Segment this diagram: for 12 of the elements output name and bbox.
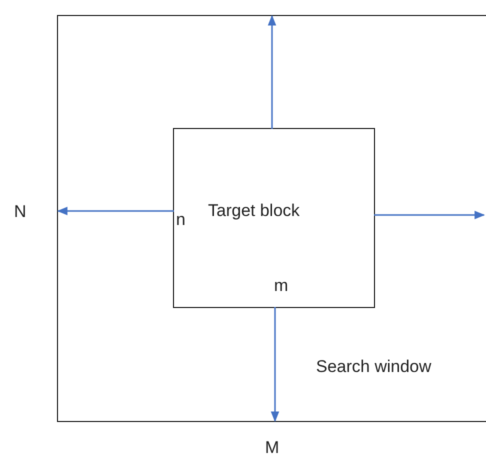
dimension-label: N bbox=[14, 202, 26, 222]
arrow bbox=[56, 206, 174, 216]
dimension-label: n bbox=[176, 210, 186, 230]
dimension-label: M bbox=[265, 438, 280, 457]
dimension-label: m bbox=[274, 276, 288, 296]
search-window-box bbox=[57, 15, 486, 422]
target-block-box bbox=[173, 128, 375, 308]
box-title: Target block bbox=[208, 201, 300, 221]
arrow bbox=[374, 210, 486, 220]
arrow bbox=[268, 14, 276, 129]
box-title: Search window bbox=[316, 357, 432, 377]
arrow bbox=[270, 307, 280, 422]
